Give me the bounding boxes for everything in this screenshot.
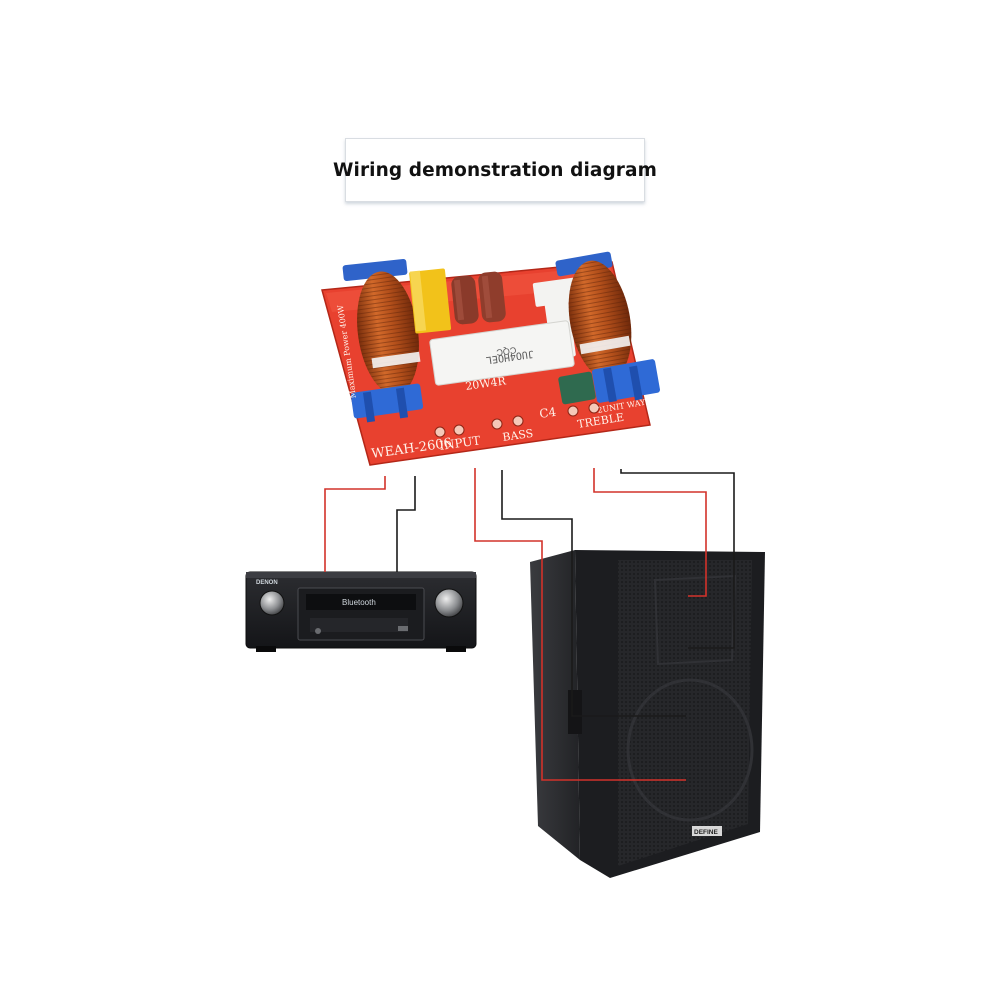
speaker-badge-text: DEFINE [694, 829, 719, 836]
sticker-cqc: CQC [495, 345, 517, 358]
left-inductor-coil [342, 258, 424, 423]
horn-outline [653, 574, 737, 666]
wiring [324, 468, 735, 781]
volume-knob-right [434, 588, 464, 618]
cabinet-handle [568, 690, 582, 734]
crossover-board: CQC JUO4HOEL WEAH-2606 INPUT BASS [321, 251, 660, 466]
diagram-title-box: Wiring demonstration diagram [333, 138, 657, 202]
receiver-brand: DENON [256, 580, 278, 586]
speaker-grille [618, 560, 752, 866]
volume-knob-left [259, 590, 285, 616]
diagram-title: Wiring demonstration diagram [333, 159, 657, 181]
wire-bass-positive [474, 468, 686, 781]
pcb-input-label: INPUT [438, 433, 481, 453]
pcb-resistor-rating: 20W4R [465, 374, 508, 393]
wire-input-positive [324, 476, 386, 572]
wire-treble-positive [593, 468, 707, 597]
terminal-pads [434, 402, 600, 438]
woofer-outline [626, 678, 754, 822]
speaker-cabinet: DEFINE [530, 550, 765, 878]
wire-input-negative [396, 476, 416, 572]
yellow-capacitor [409, 268, 452, 334]
pcb-bass-label: BASS [502, 427, 534, 444]
right-inductor-coil [555, 251, 660, 403]
av-receiver: Bluetooth DENON [245, 571, 477, 652]
green-capacitor [558, 371, 596, 405]
speaker-badge [692, 826, 722, 836]
wire-bass-negative [501, 470, 686, 717]
wire-treble-negative [620, 469, 735, 649]
brown-capacitors [451, 271, 506, 325]
receiver-display-text: Bluetooth [342, 598, 376, 607]
pcb-c4-label: C4 [538, 405, 557, 421]
